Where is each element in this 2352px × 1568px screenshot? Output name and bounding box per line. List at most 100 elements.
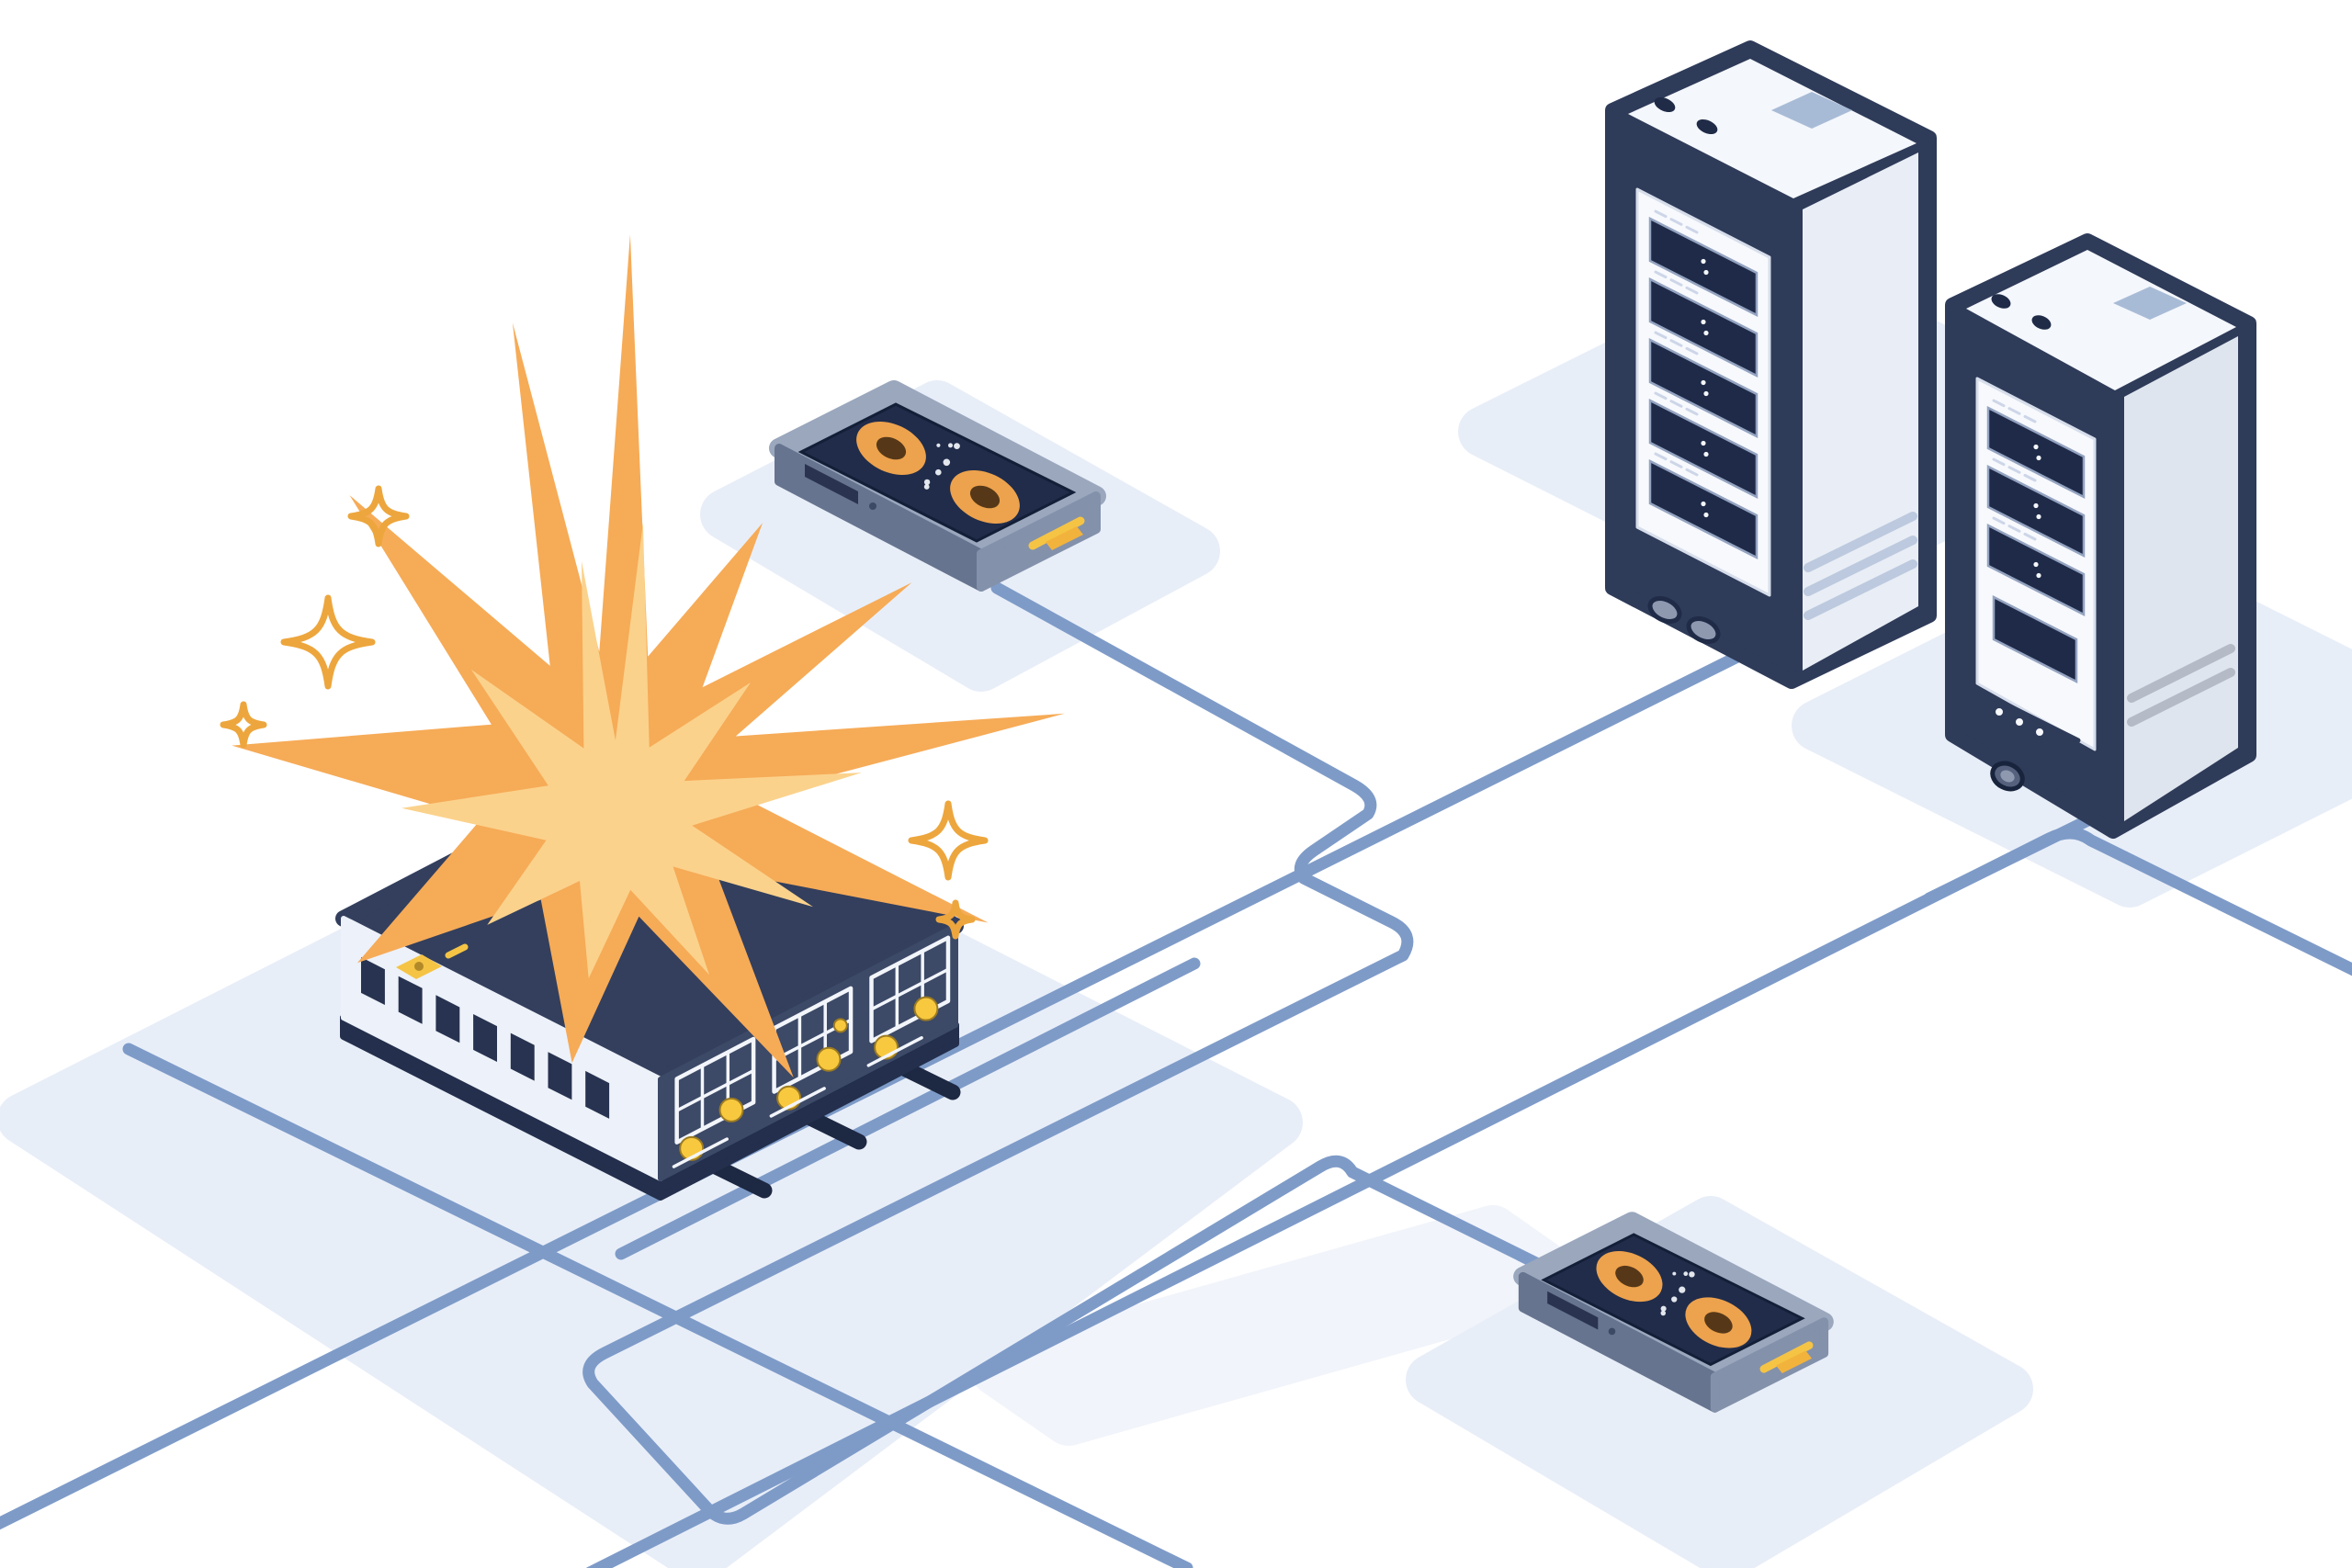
server1-bay-glyph <box>1703 269 1709 276</box>
server1-bay-label-dash <box>1685 225 1699 234</box>
server1-bay-2 <box>1648 276 1758 378</box>
vent-slot-4 <box>473 1014 497 1062</box>
sparkle-3 <box>220 701 267 749</box>
server1-bay-label-dash <box>1685 346 1699 355</box>
server2-bay-label-dash <box>1992 516 2006 525</box>
server2-bay-label-dash <box>2007 525 2021 533</box>
server1-bay-5 <box>1648 458 1758 560</box>
server1-stripe-1 <box>1804 512 1917 572</box>
server1-bay-glyph <box>1703 451 1709 457</box>
server1-bay-1 <box>1648 216 1758 318</box>
server2-top-hole-1 <box>1991 294 2011 309</box>
edge-server2-branch <box>1923 804 2115 905</box>
sparkle-2 <box>280 594 376 690</box>
explosion-inner-star <box>401 523 862 979</box>
server1-bay-label-dash <box>1654 331 1668 340</box>
server1-bay-3 <box>1648 337 1758 439</box>
vent-slot-1 <box>361 957 385 1005</box>
port-underline <box>866 1036 923 1067</box>
server2-bay-label-dash <box>1992 457 2006 467</box>
server1-top-hole-2 <box>1696 118 1718 135</box>
server1-bay-glyph <box>1701 319 1706 325</box>
sparkle-1 <box>347 485 410 547</box>
server1-stripe-2 <box>1804 536 1917 596</box>
server2-bay-label-dash <box>2007 466 2021 474</box>
server1-top-square <box>1771 92 1852 129</box>
server2-bay-label-dash <box>2023 532 2037 541</box>
vent-slot-2 <box>398 976 423 1024</box>
explosion-outer-star <box>232 234 1065 1077</box>
port-knob-3 <box>832 1018 848 1033</box>
server2-stripe-2 <box>2127 668 2235 727</box>
sparkle-5 <box>935 899 976 940</box>
server1-button-1 <box>1647 596 1682 624</box>
port-knob-2 <box>816 1046 842 1072</box>
server2-panel-line <box>1987 694 2081 743</box>
server1-bay-glyph <box>1701 501 1706 507</box>
vent-slot-5 <box>510 1032 535 1081</box>
sparkle-4 <box>908 800 989 881</box>
server2-bay-label-dash <box>1992 399 2006 408</box>
server2-bay-glyph <box>2033 502 2039 509</box>
server2-top-hole-2 <box>2031 315 2052 330</box>
server2-bay-glyph <box>2036 455 2041 461</box>
server2-stripe-1 <box>2127 644 2235 703</box>
vent-slot-3 <box>435 995 460 1043</box>
server2-drive-bays <box>1986 399 2086 617</box>
server2-right-face <box>2124 336 2238 821</box>
server1-bay-glyph <box>1701 379 1706 386</box>
server1-bay-label-dash <box>1669 218 1683 226</box>
server2-bay-label-dash <box>2007 407 2021 415</box>
server-tower-1 <box>1605 40 1937 689</box>
port-knob-2 <box>913 996 939 1021</box>
server2-bay-glyph <box>2033 444 2039 450</box>
server1-bay-label-dash <box>1654 270 1668 279</box>
server1-bay-glyph <box>1703 330 1709 336</box>
server1-button-2 <box>1686 616 1721 644</box>
server2-dot-3 <box>2033 726 2046 739</box>
port-group-2 <box>769 986 854 1118</box>
server1-bay-label-dash <box>1669 460 1683 468</box>
server1-bay-label-dash <box>1685 468 1699 477</box>
server2-bay-glyph <box>2036 513 2041 520</box>
server1-bay-label-dash <box>1654 209 1668 219</box>
port-grid-h <box>870 967 949 1011</box>
server1-bay-label-dash <box>1669 278 1683 287</box>
server2-bay-label-dash <box>2023 473 2037 482</box>
server2-side-stripes <box>2127 644 2235 727</box>
server2-panel-dots <box>1993 705 2046 739</box>
server2-dot-1 <box>1993 705 2006 718</box>
server1-top-hole-1 <box>1654 96 1676 113</box>
edge-device-weave <box>582 581 1561 1525</box>
server1-bay-4 <box>1648 398 1758 500</box>
cable-stub-3 <box>894 1059 961 1100</box>
switch-port-groups <box>672 935 951 1168</box>
server2-bay-1 <box>1986 405 2086 500</box>
explosion-burst <box>232 234 1065 1077</box>
switch-status-pill <box>445 943 469 959</box>
cable-connectors <box>706 1059 961 1199</box>
server2-bay-glyph <box>2033 561 2039 568</box>
port-knob-2 <box>718 1097 744 1122</box>
server2-bay-2 <box>1986 464 2086 558</box>
switch-chip-dot <box>414 962 424 971</box>
server1-bay-glyph <box>1701 440 1706 446</box>
server1-top-face <box>1628 59 1917 198</box>
server1-bay-label-dash <box>1669 339 1683 347</box>
port-group-3 <box>866 935 951 1067</box>
server1-bay-label-dash <box>1685 286 1699 295</box>
server1-side-stripes <box>1804 512 1917 620</box>
cable-stub-2 <box>800 1109 867 1150</box>
cable-stub-1 <box>706 1157 773 1199</box>
server1-bay-glyph <box>1703 512 1709 518</box>
server2-bay-3 <box>1986 523 2086 617</box>
edge-port-collector <box>615 957 1201 1260</box>
server1-bay-label-dash <box>1654 452 1668 461</box>
server2-top-square <box>2113 287 2187 320</box>
sparkle-layer <box>220 485 989 940</box>
port-underline <box>672 1137 729 1168</box>
server2-bay-glyph <box>2036 572 2041 579</box>
vent-slot-7 <box>585 1070 610 1119</box>
